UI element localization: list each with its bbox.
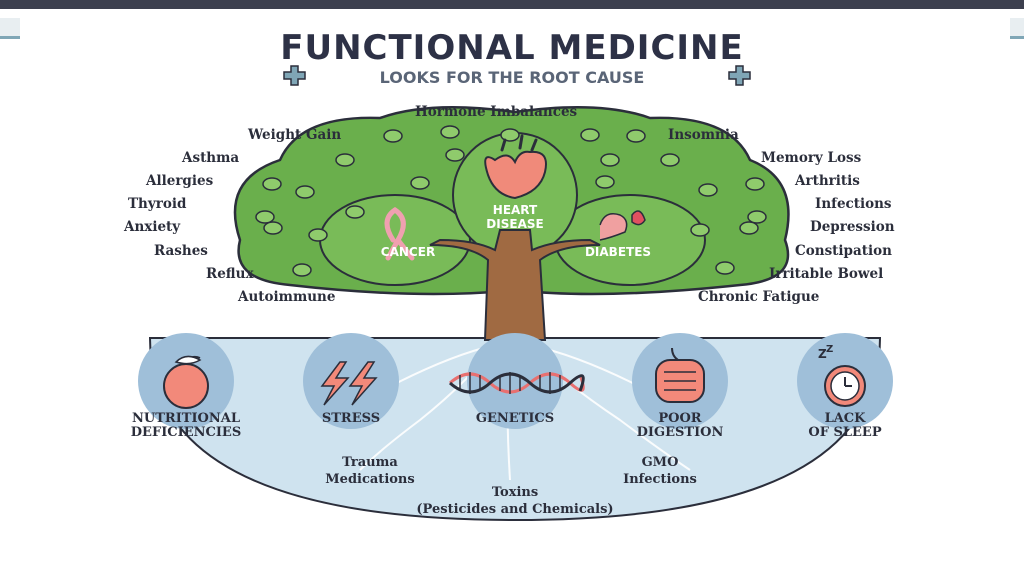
root-cause-line1: POOR [658, 411, 702, 426]
symptom-label-top: Hormone Imbalances [415, 104, 578, 120]
other-cause-item: Trauma [342, 455, 398, 470]
dna-icon [448, 372, 585, 394]
root-cause-label: LACK OF SLEEP [780, 412, 910, 440]
root-cause-line1: GENETICS [475, 411, 555, 426]
symptom-label-right: Arthritis [795, 173, 860, 189]
symptom-label-left: Thyroid [128, 196, 187, 212]
root-cause-label: GENETICS [445, 412, 585, 426]
apple-icon [163, 355, 209, 409]
intestine-icon [655, 347, 705, 403]
root-cause-line2: DEFICIENCIES [130, 425, 242, 440]
other-causes-bottom: Toxins (Pesticides and Chemicals) [380, 484, 650, 518]
symptom-label-left: Anxiety [124, 219, 181, 235]
symptom-label-right: Infections [815, 196, 892, 212]
symptom-label-left: Rashes [154, 243, 208, 259]
top-bar [0, 0, 1024, 9]
other-cause-item: Infections [623, 472, 697, 487]
root-cause-label: NUTRITIONAL DEFICIENCIES [108, 412, 264, 440]
symptom-label-right: Irritable Bowel [769, 266, 884, 282]
root-cause-line1: STRESS [321, 411, 381, 426]
symptom-label-left: Allergies [146, 173, 214, 189]
ribbon-icon [384, 206, 415, 261]
other-cause-item: Toxins [491, 485, 539, 500]
other-cause-item: GMO [641, 455, 679, 470]
pancreas-icon [599, 210, 646, 241]
lightning-icon [320, 361, 378, 406]
root-cause-line1: LACK [824, 411, 866, 426]
tree-trunk [429, 229, 601, 341]
slide-corner-right [1010, 18, 1024, 39]
root-cause-label: POOR DIGESTION [610, 412, 750, 440]
leaf-dots [255, 125, 767, 277]
symptom-label-right: Insomnia [668, 127, 739, 143]
other-causes-left: Trauma Medications [300, 454, 440, 488]
root-cause-line2: OF SLEEP [808, 425, 882, 440]
other-causes-right: GMO Infections [590, 454, 730, 488]
symptom-label-left: Reflux [206, 266, 254, 282]
symptom-label-right: Memory Loss [761, 150, 862, 166]
heart-disease-label-line1: HEART [493, 203, 538, 217]
plus-icon-left [283, 65, 306, 86]
symptom-label-right: Chronic Fatigue [698, 289, 820, 305]
symptom-label-right: Depression [810, 219, 895, 235]
svg-text:Z: Z [826, 344, 833, 355]
root-cause-line1: NUTRITIONAL [132, 411, 240, 426]
symptom-label-left: Weight Gain [248, 127, 342, 143]
slide-corner-left [0, 18, 20, 39]
root-cause-line2: DIGESTION [636, 425, 724, 440]
cancer-label: CANCER [381, 245, 435, 259]
alarm-clock-icon: Z Z [818, 344, 866, 407]
diabetes-label: DIABETES [585, 245, 651, 259]
root-cause-label: STRESS [291, 412, 411, 426]
symptom-label-left: Autoimmune [238, 289, 336, 305]
page-title: FUNCTIONAL MEDICINE [280, 28, 744, 68]
heart-icon [484, 134, 547, 200]
symptom-label-left: Asthma [182, 150, 240, 166]
svg-text:Z: Z [818, 347, 827, 361]
other-cause-item: Medications [325, 472, 415, 487]
symptom-label-right: Constipation [795, 243, 892, 259]
heart-disease-label-line2: DISEASE [486, 217, 543, 231]
other-cause-item: (Pesticides and Chemicals) [416, 502, 614, 517]
page-subtitle: LOOKS FOR THE ROOT CAUSE [379, 68, 645, 87]
plus-icon-right [728, 65, 751, 86]
